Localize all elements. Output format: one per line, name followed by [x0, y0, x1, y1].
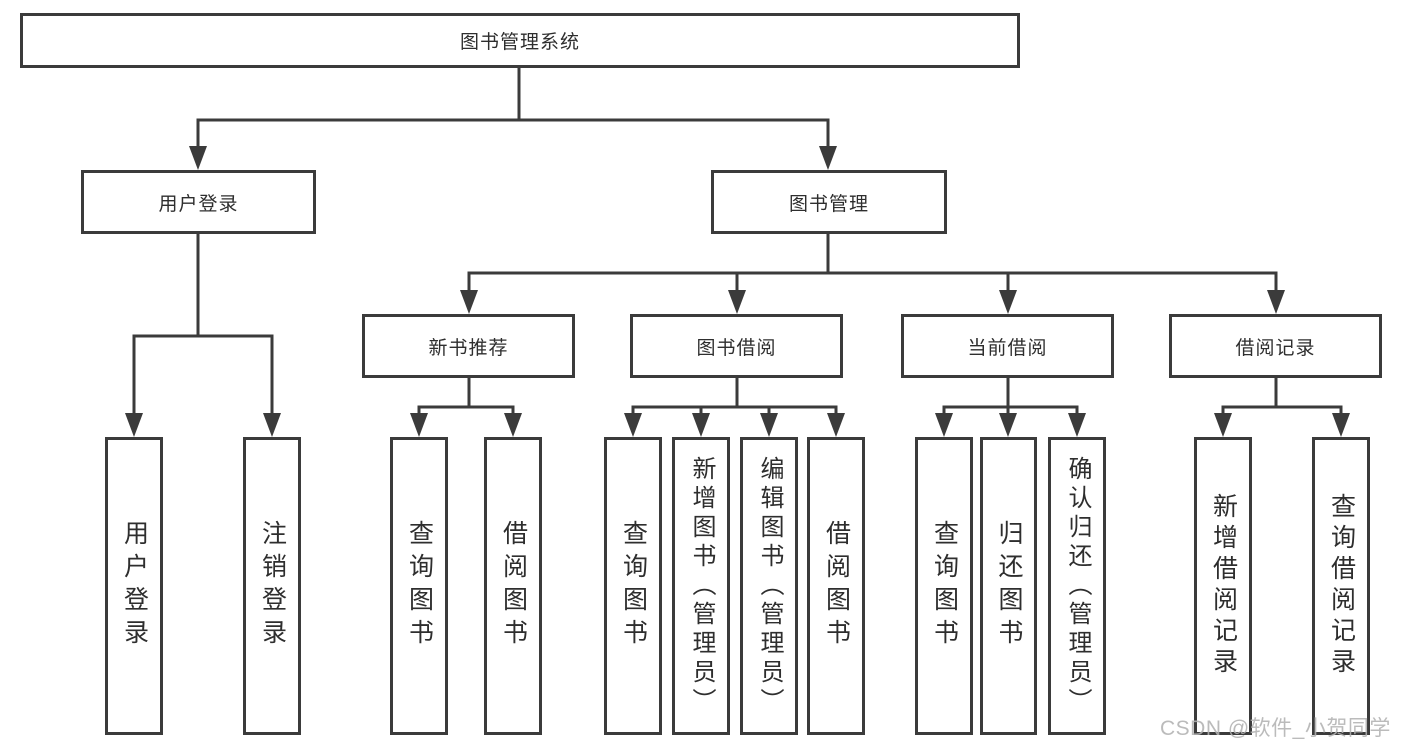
leaf-add-books-admin-label: 新增图书（管理员） [688, 455, 715, 717]
leaf-return-books: 归还图书 [980, 437, 1037, 735]
node-current-borrowing-label: 当前借阅 [967, 337, 1048, 359]
leaf-query-borrow-record-label: 查询借阅记录 [1327, 493, 1356, 679]
leaf-edit-books-admin: 编辑图书（管理员） [740, 437, 798, 735]
node-borrowing-records-label: 借阅记录 [1235, 337, 1316, 359]
node-book-management-label: 图书管理 [788, 193, 869, 215]
leaf-borrow-books-recommend-label: 借阅图书 [499, 520, 528, 652]
leaf-add-books-admin: 新增图书（管理员） [672, 437, 730, 735]
node-new-book-recommend: 新书推荐 [362, 314, 575, 378]
leaf-borrow-books: 借阅图书 [807, 437, 865, 735]
leaf-borrow-books-label: 借阅图书 [822, 520, 851, 652]
leaf-confirm-return-admin: 确认归还（管理员） [1048, 437, 1106, 735]
node-book-borrowing: 图书借阅 [630, 314, 843, 378]
watermark: CSDN @软件_小贺同学 [1160, 717, 1391, 740]
node-user-login: 用户登录 [81, 170, 316, 234]
node-root-label: 图书管理系统 [459, 32, 580, 53]
leaf-query-books-borrowing: 查询图书 [604, 437, 662, 735]
leaf-add-borrow-record: 新增借阅记录 [1194, 437, 1252, 735]
leaf-query-books-recommend-label: 查询图书 [405, 520, 434, 652]
node-borrowing-records: 借阅记录 [1169, 314, 1382, 378]
leaf-query-books-recommend: 查询图书 [390, 437, 448, 735]
leaf-logout-label: 注销登录 [258, 520, 287, 652]
leaf-logout: 注销登录 [243, 437, 301, 735]
leaf-borrow-books-recommend: 借阅图书 [484, 437, 542, 735]
leaf-query-books-current: 查询图书 [915, 437, 973, 735]
leaf-query-books-current-label: 查询图书 [930, 520, 959, 652]
node-root: 图书管理系统 [20, 13, 1020, 68]
node-current-borrowing: 当前借阅 [901, 314, 1114, 378]
leaf-user-login: 用户登录 [105, 437, 163, 735]
node-book-borrowing-label: 图书借阅 [696, 337, 777, 359]
leaf-confirm-return-admin-label: 确认归还（管理员） [1064, 455, 1091, 717]
node-new-book-recommend-label: 新书推荐 [428, 337, 509, 359]
leaf-add-borrow-record-label: 新增借阅记录 [1209, 493, 1238, 679]
leaf-query-books-borrowing-label: 查询图书 [619, 520, 648, 652]
node-user-login-label: 用户登录 [158, 193, 239, 215]
leaf-query-borrow-record: 查询借阅记录 [1312, 437, 1370, 735]
leaf-return-books-label: 归还图书 [995, 520, 1023, 652]
leaf-edit-books-admin-label: 编辑图书（管理员） [756, 455, 783, 717]
node-book-management: 图书管理 [711, 170, 947, 234]
leaf-user-login-label: 用户登录 [120, 520, 149, 652]
